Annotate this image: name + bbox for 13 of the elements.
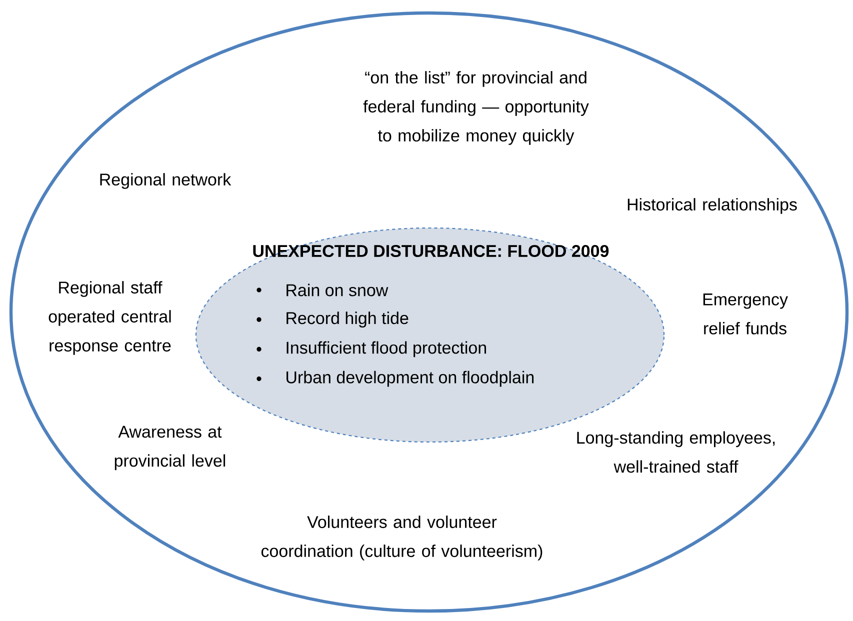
bullet-item: Insufficient flood protection xyxy=(286,341,486,358)
label-text: “on the list” for provincial and federal funding — opportunity to mobilize money quickly xyxy=(363,71,589,145)
bullet-item: Record high tide xyxy=(286,312,408,328)
label-text: Volunteers and volunteer coordination (culture of volunteerism) xyxy=(261,516,542,560)
label-text: Emergency relief funds xyxy=(703,294,788,334)
label-text: Awareness at provincial level xyxy=(114,426,226,470)
label-text: Regional staff operated central response centre xyxy=(48,281,171,355)
heading: UNEXPECTED DISTURBANCE: FLOOD 2009 xyxy=(253,244,609,258)
label-text: Historical relationships xyxy=(628,198,797,214)
label-text: Regional network xyxy=(100,173,232,189)
label-text: Long-standing employees, well-trained staff xyxy=(577,431,775,473)
bullet-item: Urban development on floodplain xyxy=(286,370,534,387)
bullet-item: Rain on snow xyxy=(286,284,388,296)
